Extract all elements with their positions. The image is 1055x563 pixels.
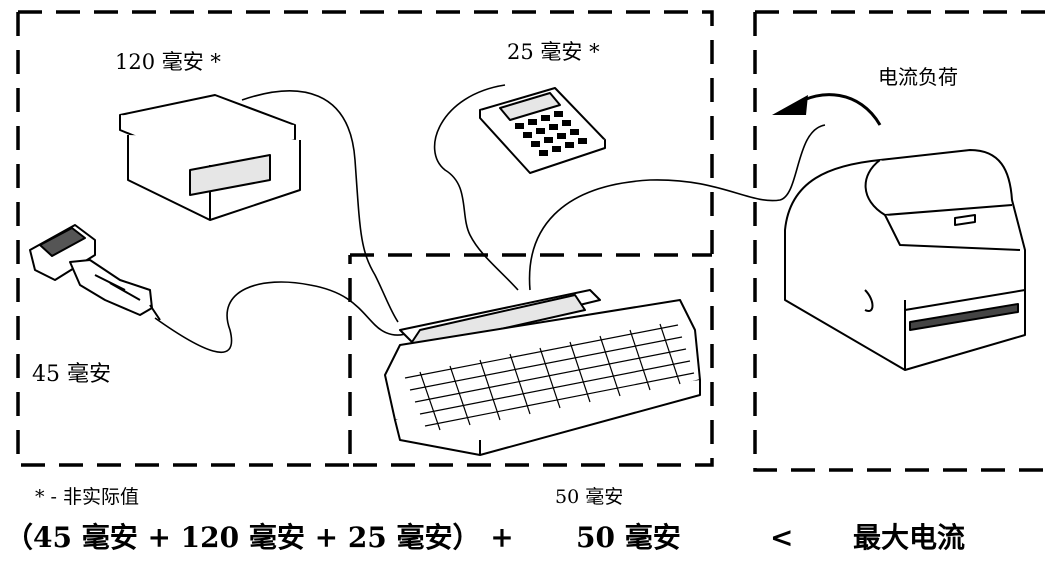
cables [154,84,826,354]
printer-device [784,149,1026,371]
keypad-cable [433,84,519,291]
rotation-arrow-icon [772,93,882,126]
formula-keyboard-term: 50 毫安 [576,521,681,554]
printer-region [753,10,1052,472]
printer-cable [528,124,826,291]
keypad-device [479,87,606,174]
peripherals-region [16,10,714,467]
keypad-current-label: 25 毫安 * [507,40,600,64]
formula-sum: （45 毫安 + 120 毫安 + 25 毫安） + [5,521,514,554]
formula-operator: < [770,521,794,554]
printer-load-label: 电流负荷 [878,65,958,89]
scanner-current-label: 45 毫安 [32,362,111,387]
scale-current-label: 120 毫安 * [115,50,221,74]
keyboard-current-label: 50 毫安 [555,486,624,508]
scanner-device [29,224,161,321]
dashed-regions [16,10,1052,472]
scanner-cable [154,281,411,354]
scale-device [119,94,301,221]
scale-cable [241,90,399,323]
footnote-label: * - 非实际值 [35,486,139,508]
formula-result: 最大电流 [853,521,966,554]
keyboard-device [384,289,701,456]
